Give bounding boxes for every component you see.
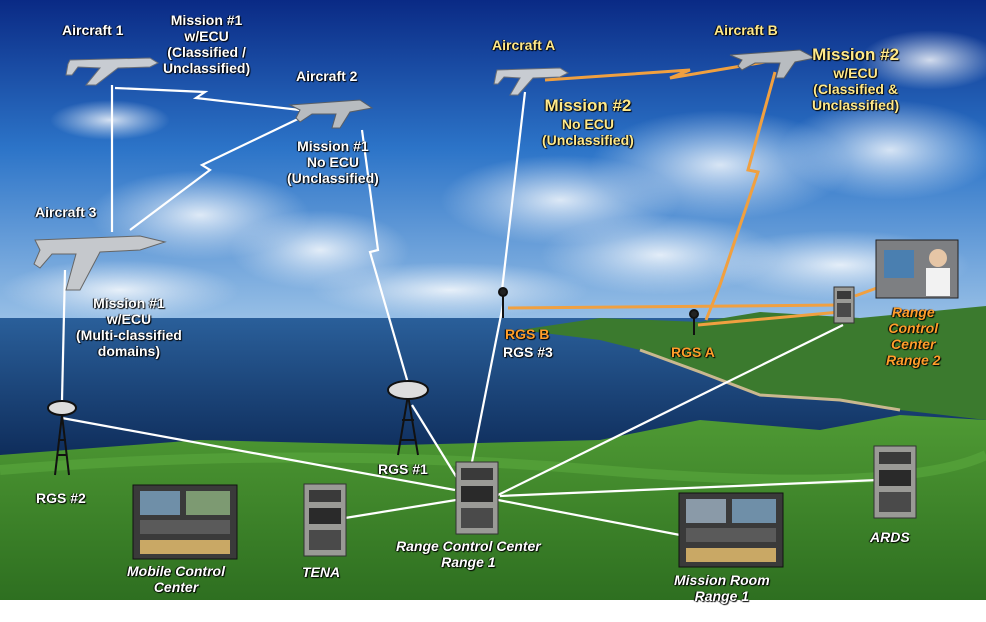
aircraft-b-label: Aircraft B — [714, 22, 778, 38]
link-rgsb-rcc1 — [470, 304, 505, 463]
facility-line: Range Control Center — [396, 538, 541, 554]
mission-1-aircraft-2-label: Mission #1 No ECU (Unclassified) — [287, 138, 379, 186]
mission-1-aircraft-1-label: Mission #1 w/ECU (Classified / Unclassif… — [163, 12, 250, 76]
mobile-control-center-label: Mobile Control Center — [127, 563, 225, 595]
mission-2-aircraft-a-label: Mission #2 No ECU (Unclassified) — [542, 96, 634, 148]
aircraft-1-label: Aircraft 1 — [62, 22, 124, 38]
rcc2-label: Range Control Center Range 2 — [886, 304, 940, 368]
mission-line: (Classified & — [813, 80, 898, 97]
mission-line: Mission #1 — [297, 138, 369, 154]
link-rgs2-rcc1 — [61, 416, 456, 492]
facility-line: Range 2 — [886, 352, 941, 369]
facility-line: Center — [153, 579, 199, 596]
ards-rack-icon — [873, 445, 917, 519]
mission-line: (Unclassified) — [287, 170, 379, 187]
rgsb-tower-icon — [498, 287, 508, 318]
facility-line: Center — [891, 336, 936, 353]
mission-line: No ECU — [561, 115, 614, 132]
aircraft-a-icon — [493, 67, 570, 96]
cliffs — [639, 348, 901, 412]
link-a1-a2 — [114, 86, 301, 112]
facility-line: Control — [888, 320, 939, 337]
ards-label: ARDS — [870, 529, 910, 545]
rcc1-label: Range Control Center Range 1 — [396, 538, 541, 570]
mission-line: (Multi-classified — [76, 327, 182, 344]
link-aa-rgsb — [500, 91, 527, 291]
link-rgs1-rcc1 — [411, 404, 463, 487]
mission-line: Mission #1 — [93, 295, 165, 311]
mission-line: Mission #2 — [812, 45, 900, 64]
link-rcc2-rcc1 — [497, 324, 844, 496]
link-a3-a2 — [129, 117, 301, 231]
mission-room-label: Mission Room Range 1 — [674, 572, 770, 604]
link-ab-rgsa — [704, 71, 777, 321]
headland — [520, 306, 986, 420]
rgsb-label: RGS B — [505, 326, 550, 342]
link-a3-rgs2 — [60, 269, 67, 401]
aircraft-1-icon — [65, 57, 160, 86]
mission-line: Unclassified) — [812, 96, 900, 113]
rgs3-label: RGS #3 — [503, 344, 553, 360]
link-tena-rcc1 — [344, 498, 457, 520]
facility-line: Mobile Control — [127, 563, 225, 579]
mission-line: w/ECU — [184, 28, 229, 45]
link-aa-ab — [544, 60, 766, 82]
facility-line: Range 1 — [441, 554, 496, 571]
aircraft-3-icon — [33, 235, 167, 291]
orange-links — [507, 60, 886, 327]
rcc1-rack-icon — [455, 461, 499, 535]
mission-line: (Unclassified) — [542, 131, 634, 148]
link-a2-rgs1 — [360, 129, 412, 391]
mission-line: Unclassified) — [163, 60, 251, 77]
mission-line: Mission #2 — [544, 96, 632, 115]
mission-line: No ECU — [306, 154, 359, 171]
facility-line: Range 1 — [694, 588, 750, 605]
facility-line: Range — [891, 304, 935, 320]
link-rgsb-rcc2 — [507, 303, 841, 310]
tena-rack-icon — [303, 483, 347, 557]
mission-line: (Classified / — [167, 44, 246, 61]
aircraft-3-label: Aircraft 3 — [35, 204, 97, 220]
tena-label: TENA — [302, 564, 341, 580]
mission-line: Mission #1 — [170, 12, 243, 28]
mobile-control-center-photo — [132, 484, 238, 560]
bottom-band — [0, 600, 986, 622]
aircraft-b-icon — [729, 49, 817, 79]
rcc2-rack-icon — [833, 286, 855, 324]
rgs2-label: RGS #2 — [36, 490, 86, 506]
mission-2-aircraft-b-label: Mission #2 w/ECU (Classified & Unclassif… — [812, 45, 899, 113]
mission-line: w/ECU — [106, 311, 152, 328]
aircraft-2-label: Aircraft 2 — [296, 68, 358, 84]
mission-1-aircraft-3-label: Mission #1 w/ECU (Multi-classified domai… — [76, 295, 182, 359]
rgsa-label: RGS A — [671, 344, 715, 360]
aircraft-a-label: Aircraft A — [492, 37, 556, 53]
rgsa-tower-icon — [689, 309, 699, 335]
rgs1-tower-icon — [387, 380, 429, 456]
mission-line: w/ECU — [833, 64, 878, 81]
mission-line: domains) — [97, 343, 161, 360]
link-ards-rcc1 — [499, 478, 879, 498]
rcc2-operator-photo — [875, 239, 959, 299]
link-mission-rcc1 — [497, 498, 681, 537]
rgs1-label: RGS #1 — [378, 461, 428, 477]
rgs2-tower-icon — [47, 400, 77, 476]
aircraft-2-icon — [288, 99, 374, 129]
white-links — [60, 85, 879, 537]
mission-room-photo — [678, 492, 784, 568]
link-rgsa-rcc2 — [697, 310, 841, 327]
facility-line: Mission Room — [674, 572, 770, 588]
